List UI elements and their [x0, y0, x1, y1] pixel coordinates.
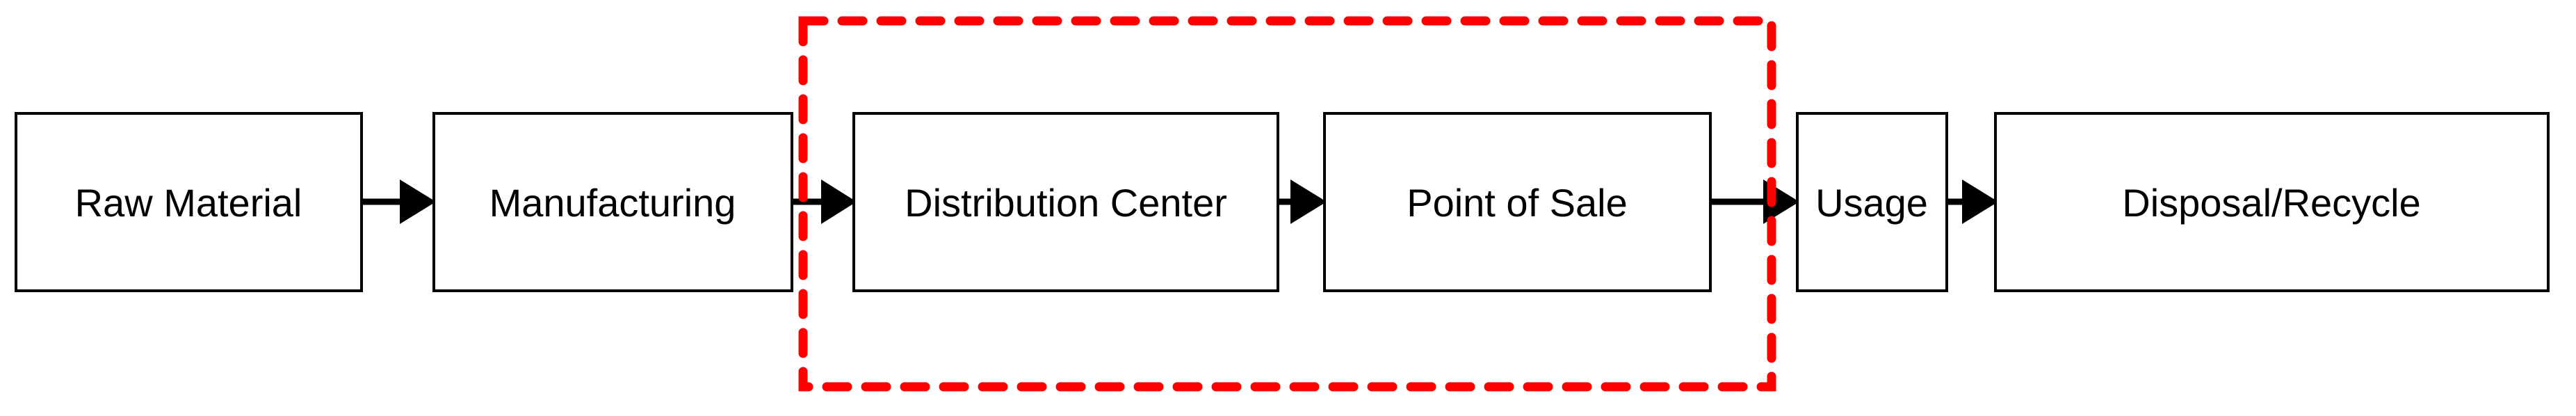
- node-box[interactable]: [432, 112, 793, 292]
- connector-layer: [362, 179, 1998, 224]
- node-box[interactable]: [1994, 112, 2550, 292]
- arrow-distribution-center-to-point-of-sale: [1278, 179, 1327, 224]
- node-manufacturing[interactable]: Manufacturing: [432, 112, 793, 292]
- node-distribution-center[interactable]: Distribution Center: [852, 112, 1279, 292]
- node-label: Point of Sale: [1407, 181, 1628, 225]
- arrow-head-icon: [400, 179, 436, 224]
- arrow-usage-to-disposal-recycle: [1947, 179, 1998, 224]
- arrow-point-of-sale-to-usage: [1710, 179, 1799, 224]
- node-box[interactable]: [1796, 112, 1948, 292]
- node-label: Distribution Center: [905, 181, 1227, 225]
- arrow-manufacturing-to-distribution-center: [792, 179, 857, 224]
- node-label: Raw Material: [75, 181, 302, 225]
- node-raw-material[interactable]: Raw Material: [15, 112, 363, 292]
- node-box[interactable]: [1323, 112, 1712, 292]
- node-disposal-recycle[interactable]: Disposal/Recycle: [1994, 112, 2550, 292]
- node-box[interactable]: [15, 112, 363, 292]
- highlight-distribution-to-point-of-sale: [798, 16, 1776, 392]
- arrow-raw-material-to-manufacturing: [362, 179, 436, 224]
- arrow-head-icon: [821, 179, 857, 224]
- node-label: Manufacturing: [489, 181, 736, 225]
- node-point-of-sale[interactable]: Point of Sale: [1323, 112, 1712, 292]
- node-usage[interactable]: Usage: [1796, 112, 1948, 292]
- node-label: Usage: [1815, 181, 1928, 225]
- node-label: Disposal/Recycle: [2122, 181, 2421, 225]
- node-box[interactable]: [852, 112, 1279, 292]
- node-layer: Raw Material Manufacturing Distribution …: [15, 112, 2550, 292]
- arrow-head-icon: [1962, 179, 1998, 224]
- arrow-head-icon: [1290, 179, 1327, 224]
